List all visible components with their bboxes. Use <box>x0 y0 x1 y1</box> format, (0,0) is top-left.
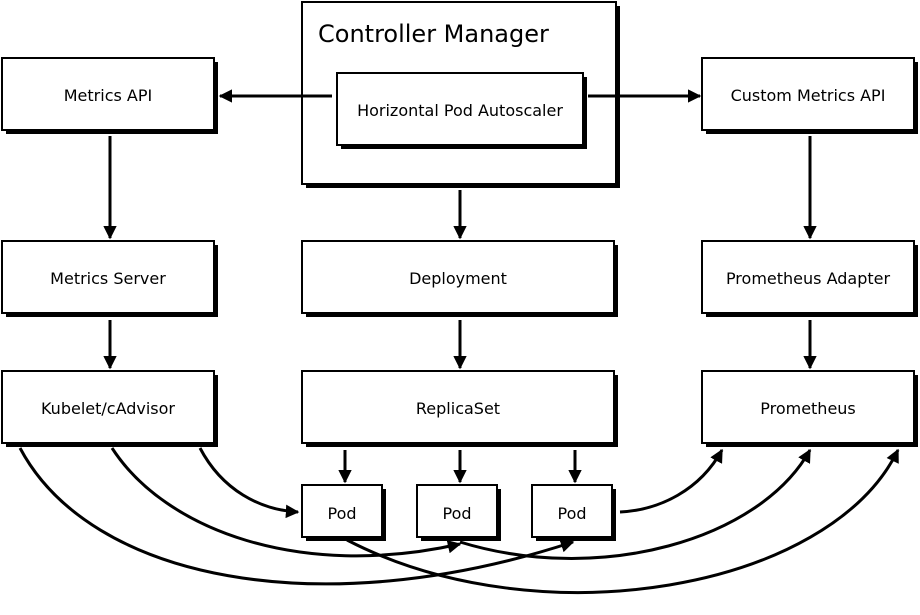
custom-metrics-api-node: Custom Metrics API <box>701 57 918 134</box>
hpa-label: Horizontal Pod Autoscaler <box>357 101 563 120</box>
edge-pod-1-to-prometheus <box>346 448 900 594</box>
metrics-server-label: Metrics Server <box>50 269 166 288</box>
pod-node-3: Pod <box>531 484 616 541</box>
metrics-api-label: Metrics API <box>64 86 152 105</box>
pod-label-3: Pod <box>557 504 586 523</box>
pod-label-1: Pod <box>327 504 356 523</box>
pod-label-2: Pod <box>442 504 471 523</box>
metrics-server-node: Metrics Server <box>1 240 218 317</box>
pod-node-1: Pod <box>301 484 386 541</box>
replicaset-node: ReplicaSet <box>301 370 618 447</box>
prometheus-adapter-label: Prometheus Adapter <box>726 269 891 288</box>
edge-kubelet-to-pod-1 <box>198 447 300 519</box>
prometheus-label: Prometheus <box>760 399 856 418</box>
metrics-api-node: Metrics API <box>1 57 218 134</box>
edge-pod-3-to-prometheus <box>619 448 724 514</box>
custom-metrics-api-label: Custom Metrics API <box>731 86 886 105</box>
controller-manager-label: Controller Manager <box>318 20 549 48</box>
kubelet-cadvisor-node: Kubelet/cAdvisor <box>1 370 218 447</box>
replicaset-label: ReplicaSet <box>416 399 500 418</box>
edge-kubelet-to-pod-3 <box>18 447 575 586</box>
deployment-node: Deployment <box>301 240 618 317</box>
prometheus-node: Prometheus <box>701 370 918 447</box>
edge-pod-2-to-prometheus <box>459 448 812 560</box>
deployment-label: Deployment <box>409 269 507 288</box>
edge-kubelet-to-pod-2 <box>110 447 462 558</box>
hpa-node: Horizontal Pod Autoscaler <box>336 72 587 149</box>
pod-node-2: Pod <box>416 484 501 541</box>
kubelet-cadvisor-label: Kubelet/cAdvisor <box>41 399 175 418</box>
prometheus-adapter-node: Prometheus Adapter <box>701 240 918 317</box>
